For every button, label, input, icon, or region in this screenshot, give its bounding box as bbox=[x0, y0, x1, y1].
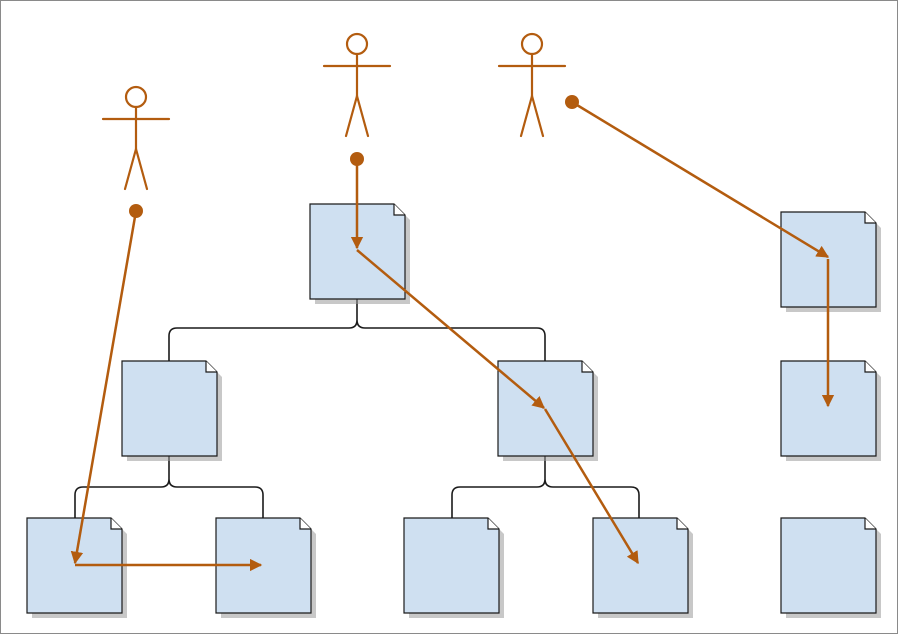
document-body bbox=[215, 517, 312, 614]
document-icon bbox=[780, 211, 881, 312]
document-body bbox=[780, 360, 877, 457]
stick-figure-icon bbox=[322, 32, 392, 138]
document-icon bbox=[780, 517, 881, 618]
documents bbox=[26, 203, 881, 618]
tree-connector-left bbox=[74, 456, 264, 518]
document-body bbox=[497, 360, 594, 457]
actor-left-leg bbox=[519, 94, 534, 138]
document-fold bbox=[864, 361, 876, 373]
document-icon bbox=[121, 360, 222, 461]
document-body bbox=[26, 517, 123, 614]
document-fold bbox=[299, 518, 311, 530]
document-fold bbox=[864, 212, 876, 224]
path-segment-actor-2-b bbox=[356, 249, 545, 409]
path-segment-actor-3-a bbox=[571, 100, 830, 259]
document-body bbox=[121, 360, 218, 457]
document-body bbox=[592, 517, 689, 614]
actor-head bbox=[520, 32, 544, 56]
stick-figure-icon bbox=[101, 85, 171, 191]
document-icon bbox=[592, 517, 693, 618]
document-icon bbox=[26, 517, 127, 618]
document-body bbox=[403, 517, 500, 614]
document-icon bbox=[497, 360, 598, 461]
actor-right-leg bbox=[355, 94, 370, 138]
document-fold bbox=[393, 204, 405, 216]
actor-head bbox=[124, 85, 148, 109]
tree-connectors bbox=[74, 298, 640, 518]
document-body bbox=[780, 517, 877, 614]
path-segment-actor-1-a bbox=[70, 210, 138, 565]
navigation-paths bbox=[70, 95, 835, 572]
document-fold bbox=[581, 361, 593, 373]
actors bbox=[101, 32, 567, 191]
document-icon bbox=[780, 360, 881, 461]
document-icon bbox=[403, 517, 504, 618]
actor-right-leg bbox=[530, 94, 545, 138]
document-fold bbox=[110, 518, 122, 530]
actor-left-leg bbox=[344, 94, 359, 138]
stick-figure-icon bbox=[497, 32, 567, 138]
document-fold bbox=[487, 518, 499, 530]
document-fold bbox=[864, 518, 876, 530]
document-icon bbox=[215, 517, 316, 618]
document-fold bbox=[676, 518, 688, 530]
tree-connector-right bbox=[451, 456, 640, 518]
document-icon bbox=[309, 203, 410, 304]
actor-head bbox=[345, 32, 369, 56]
actor-right-leg bbox=[134, 147, 149, 191]
document-fold bbox=[205, 361, 217, 373]
tree-connector-root bbox=[168, 298, 546, 361]
actor-left-leg bbox=[123, 147, 138, 191]
path-segment-actor-2-c bbox=[543, 408, 640, 565]
